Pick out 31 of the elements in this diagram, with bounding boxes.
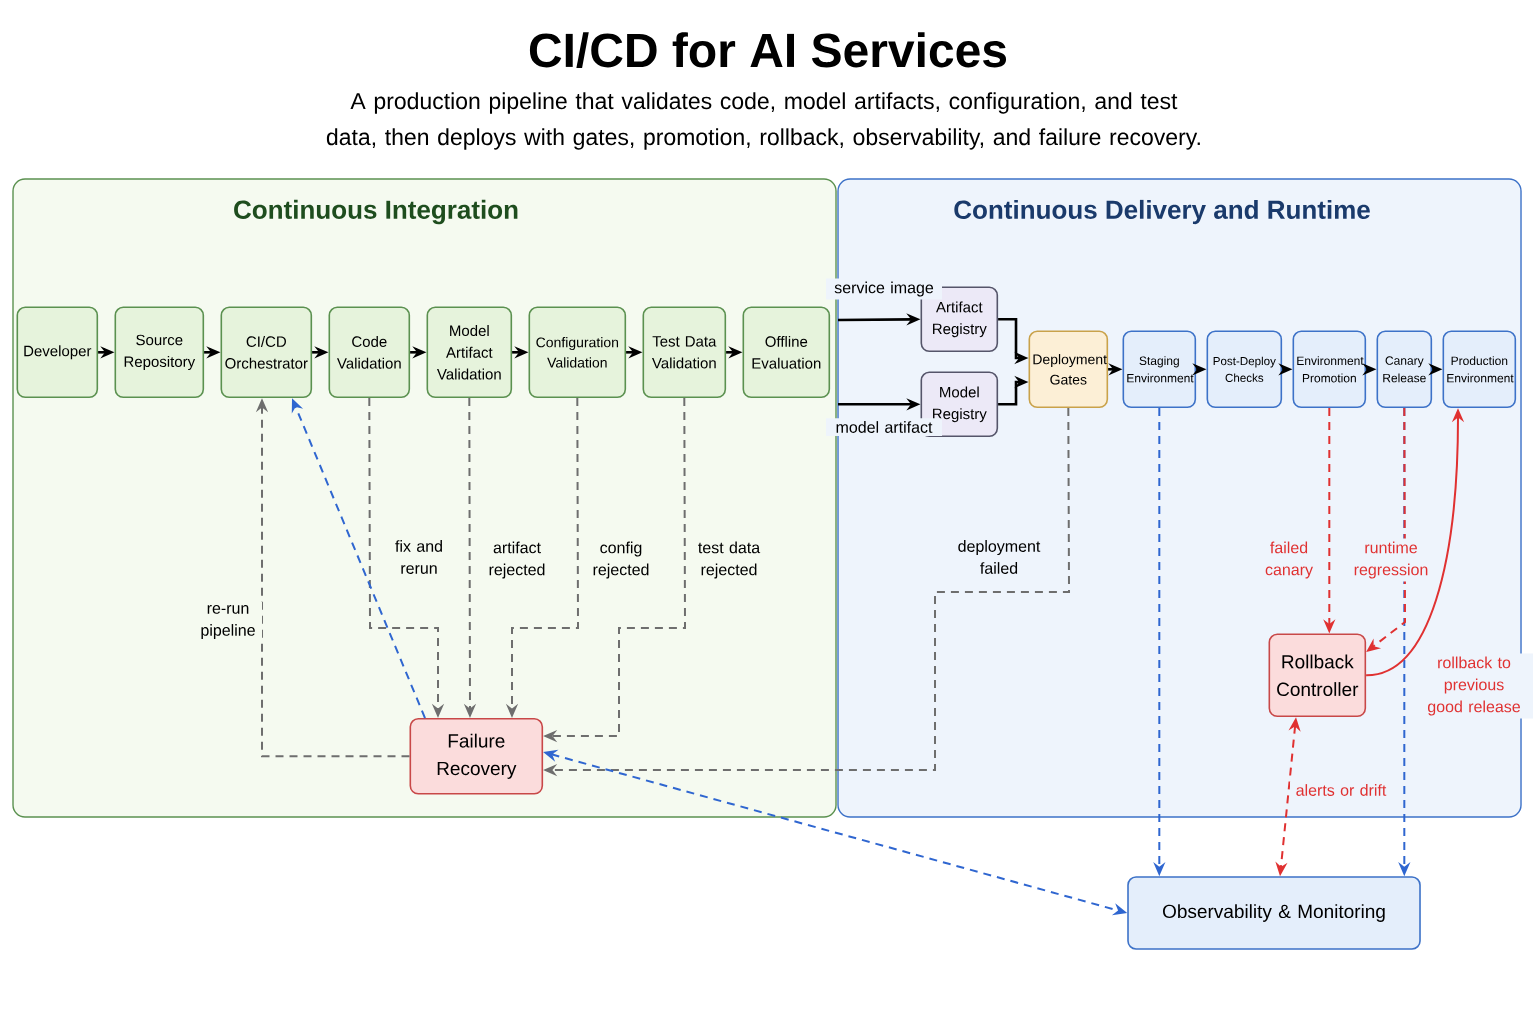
process-box: CI/CD Orchestrator: [220, 306, 313, 399]
edge-label: model artifact: [826, 418, 942, 436]
edge-label: artifact rejected: [482, 538, 552, 582]
edge-label: fix and rerun: [388, 537, 450, 577]
edge-label: alerts or drift: [1290, 781, 1392, 799]
process-box: Rollback Controller: [1268, 633, 1367, 718]
edge-label: config rejected: [586, 538, 656, 582]
process-box: Post-Deploy Checks: [1206, 330, 1283, 409]
gate-box: Deployment Gates: [1028, 330, 1109, 409]
process-box: Developer: [16, 306, 99, 399]
process-box: Production Environment: [1442, 330, 1517, 409]
process-box: Code Validation: [328, 306, 411, 399]
process-box: Source Repository: [114, 306, 205, 399]
process-box: Configuration Validation: [528, 306, 627, 399]
edge-label: deployment failed: [950, 537, 1048, 577]
process-box: Canary Release: [1376, 330, 1433, 409]
title: CI/CD for AI Services: [529, 32, 1007, 68]
edge-label: re-run pipeline: [194, 602, 262, 642]
edge-label: runtime regression: [1346, 538, 1436, 582]
edge-label: test data rejected: [690, 538, 768, 582]
process-box: Observability & Monitoring: [1127, 876, 1421, 950]
edge-label: service image: [826, 278, 942, 300]
process-box: Staging Environment: [1122, 330, 1197, 409]
process-box: Failure Recovery: [409, 718, 544, 795]
process-box: Test Data Validation: [642, 306, 727, 399]
process-box: Environment Promotion: [1292, 330, 1367, 409]
process-box: Offline Evaluation: [742, 306, 831, 399]
edge-label: failed canary: [1258, 538, 1320, 582]
edge-label: rollback to previous good release: [1415, 653, 1533, 719]
process-box: Model Artifact Validation: [426, 306, 513, 399]
subtitle: A production pipeline that validates code, model artifacts, configuration, and test data, then deploys with gates, promotion, rollback, observability, and failure recovery.: [326, 92, 1200, 150]
